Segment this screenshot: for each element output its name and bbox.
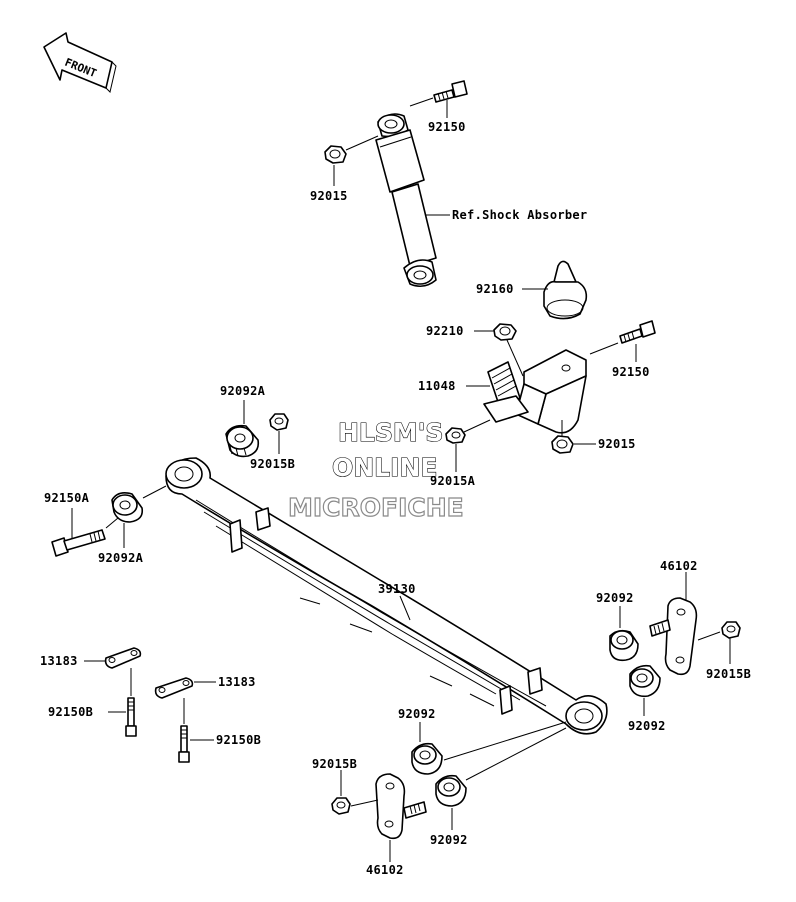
bump-stop-icon [543,260,588,320]
label-bushing-bottom-upper: 92092 [398,707,436,721]
bracket-bolt-icon [619,320,656,344]
left-plate-icon [104,647,142,669]
right-shackle-icon [649,597,698,676]
label-bushing-right-upper: 92092 [596,591,634,605]
label-nut-top: 92015 [310,189,348,203]
front-bushing-icon [111,492,144,523]
label-bolt-bracket: 92150 [612,365,650,379]
top-nut-icon [324,145,347,164]
bracket-side-nut-icon [445,427,466,444]
label-bolt-mid-b: 92150B [216,733,261,747]
label-nut-front-b: 92015B [250,457,295,471]
label-bushing-bottom-lower: 92092 [430,833,468,847]
label-shackle-bottom: 46102 [366,863,404,877]
front-bolt-icon [51,529,106,557]
top-bushing-icon [225,424,260,458]
bracket-nut-icon [493,323,517,341]
label-bolt-top: 92150 [428,120,466,134]
right-upper-bushing-icon [609,629,639,662]
leaf-spring-icon [165,457,608,735]
label-nut-bottom-b: 92015B [312,757,357,771]
label-bolt-front-a: 92150A [44,491,90,505]
watermark: HLSM'S ONLINE MICROFICHE [287,417,464,522]
label-shackle-right: 46102 [660,559,698,573]
label-nut-front-a: 92015A [430,474,476,488]
label-shock-ref: Ref.Shock Absorber [452,208,587,222]
bottom-shackle-icon [375,773,427,840]
label-leaf-spring: 39130 [378,582,416,596]
label-nut-right-b: 92015B [706,667,751,681]
watermark-line1: HLSM'S [338,418,443,447]
label-nut-bracket-bottom: 92015 [598,437,636,451]
label-plate-mid: 13183 [218,675,256,689]
left-bolt-icon [125,697,137,737]
front-b-nut-icon [269,413,289,431]
right-b-nut-icon [721,621,741,639]
bracket-bottom-nut-icon [551,435,574,454]
watermark-line3: MICROFICHE [288,493,464,522]
label-bump-stop: 92160 [476,282,514,296]
label-bushing-right-lower: 92092 [628,719,666,733]
shock-absorber-icon [375,113,437,288]
watermark-line2: ONLINE [332,453,437,482]
bottom-b-nut-icon [331,797,351,815]
label-nut-bracket: 92210 [426,324,464,338]
mid-plate-icon [154,677,194,699]
label-bracket: 11048 [418,379,456,393]
right-lower-bushing-icon [629,664,661,698]
spring-bracket-icon [483,349,587,434]
label-bushing-top: 92092A [220,384,266,398]
label-plate-left: 13183 [40,654,78,668]
mid-bolt-icon [178,725,190,763]
label-bolt-left-b: 92150B [48,705,93,719]
top-bolt-icon [433,80,468,103]
front-arrow-icon: FRONT [43,32,117,93]
bottom-lower-bushing-icon [435,774,467,807]
label-bushing-front: 92092A [98,551,144,565]
bottom-upper-bushing-icon [411,742,443,775]
